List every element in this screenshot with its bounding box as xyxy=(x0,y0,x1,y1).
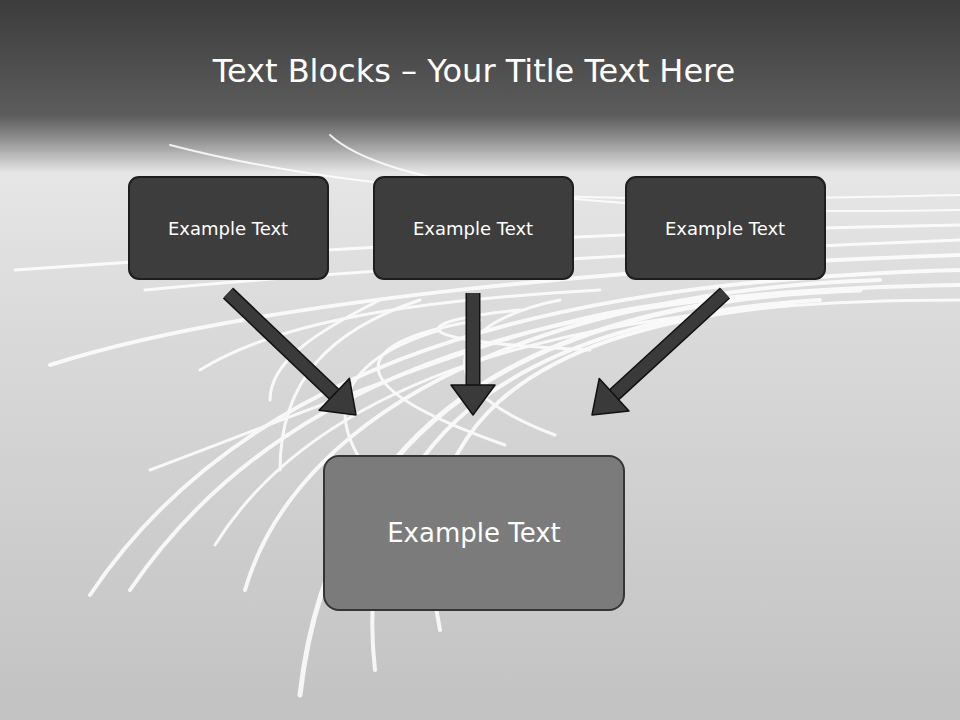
block-arrow xyxy=(592,293,725,415)
block-arrow xyxy=(451,293,495,415)
block-text: Example Text xyxy=(168,218,288,239)
block-text: Example Text xyxy=(387,518,561,548)
text-block: Example Text xyxy=(625,176,826,280)
block-text: Example Text xyxy=(665,218,785,239)
result-box: Example Text xyxy=(323,455,625,611)
text-block: Example Text xyxy=(128,176,329,280)
block-arrow xyxy=(228,293,356,415)
block-text: Example Text xyxy=(413,218,533,239)
slide-title: Text Blocks – Your Title Text Here xyxy=(0,52,960,90)
text-block: Example Text xyxy=(373,176,574,280)
